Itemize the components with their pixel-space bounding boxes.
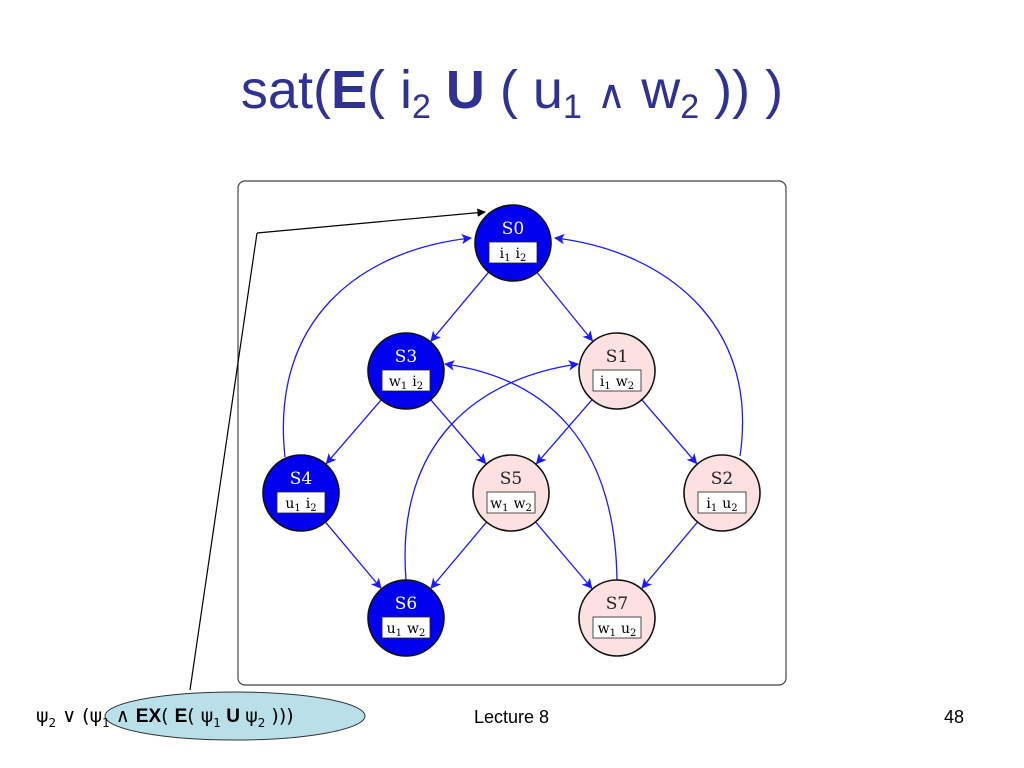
footer-formula: ψ2 ∨ (ψ1 ∧ EX( E( ψ1 U ψ2 ))) <box>36 705 294 730</box>
state-label: S2 <box>711 469 733 489</box>
transition-s1-to-s2 <box>641 399 698 465</box>
state-label: S0 <box>502 219 524 239</box>
transition-s2-to-s0 <box>553 233 744 457</box>
prop-box <box>488 241 538 264</box>
transition-s0-to-s3 <box>430 271 490 342</box>
transitions <box>282 233 744 590</box>
transition-s7-to-s3 <box>443 360 618 581</box>
transition-s4-to-s6 <box>324 521 382 589</box>
prop-box <box>381 369 431 392</box>
transition-s2-to-s7 <box>641 521 699 589</box>
transition-s1-to-s5 <box>535 399 593 465</box>
transition-s0-to-s1 <box>536 272 594 342</box>
prop-box <box>276 491 326 514</box>
diagram-frame <box>237 180 787 686</box>
transition-s4-to-s0 <box>282 233 473 458</box>
prop-box <box>592 616 642 639</box>
transition-s5-to-s7 <box>535 521 593 590</box>
state-label: S3 <box>395 347 417 367</box>
state-label: S7 <box>606 594 628 614</box>
prop-box <box>697 491 747 514</box>
state-label: S6 <box>395 594 417 614</box>
slide-title: sat(E( i2 U ( u1 ∧ w2 )) ) <box>240 60 784 126</box>
state-label: S4 <box>290 469 312 489</box>
formula-highlight <box>104 691 366 741</box>
transition-s5-to-s6 <box>430 521 488 589</box>
prop-box <box>592 369 642 392</box>
callout-line <box>189 232 258 691</box>
prop-box <box>381 616 431 639</box>
transition-s6-to-s1 <box>404 360 580 581</box>
state-label: S5 <box>500 469 522 489</box>
transition-s3-to-s5 <box>430 399 487 465</box>
prop-box <box>486 491 536 514</box>
callout-arrow <box>256 208 486 234</box>
lecture-label: Lecture 8 <box>474 707 550 727</box>
state-label: S1 <box>606 347 628 367</box>
page-number: 48 <box>944 707 965 727</box>
transition-s3-to-s4 <box>325 399 382 465</box>
